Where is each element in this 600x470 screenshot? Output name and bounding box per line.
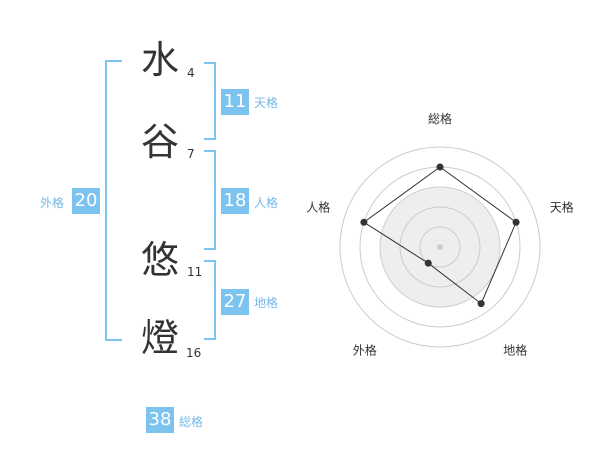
radar-point-4	[424, 259, 432, 267]
gaikaku-label: 外格	[40, 196, 65, 210]
radar-axis-label-2: 天格	[550, 199, 574, 214]
radar-point-1	[436, 163, 444, 171]
jinkaku-label: 人格	[254, 196, 279, 210]
radar-rings	[339, 146, 541, 348]
radar-point-2	[512, 218, 520, 226]
radar-ring-5	[339, 146, 541, 348]
radar-axis-label-1: 総格	[428, 111, 452, 126]
radar-center-dot	[437, 244, 443, 250]
radar-ring-2	[399, 206, 481, 288]
stroke-count-2: 7	[187, 147, 195, 161]
chikaku-value: 27	[221, 289, 249, 315]
gaikaku-value: 20	[72, 188, 100, 214]
jinkaku-value: 18	[221, 188, 249, 214]
name-char-4: 燈	[140, 316, 179, 360]
radar-series-line	[363, 166, 517, 305]
name-char-2: 谷	[140, 120, 179, 164]
soukaku-value: 38	[146, 407, 174, 433]
radar-series	[360, 163, 520, 308]
name-char-1: 水	[140, 38, 179, 82]
chikaku-label: 地格	[254, 296, 279, 310]
radar-ring-1	[419, 226, 461, 268]
tenkaku-value: 11	[221, 89, 249, 115]
radar-axis-label-3: 地格	[503, 343, 527, 358]
radar-axis-label-4: 外格	[353, 343, 377, 358]
stroke-count-1: 4	[187, 66, 195, 80]
radar-point-5	[360, 218, 368, 226]
stroke-count-4: 16	[186, 346, 202, 360]
stroke-count-3: 11	[187, 265, 203, 279]
radar-axis-label-5: 人格	[306, 199, 330, 214]
radar-ring-3	[379, 186, 501, 308]
name-char-3: 悠	[140, 238, 179, 282]
soukaku-label: 総格	[179, 415, 204, 429]
tenkaku-label: 天格	[254, 96, 279, 110]
radar-point-3	[477, 300, 485, 308]
